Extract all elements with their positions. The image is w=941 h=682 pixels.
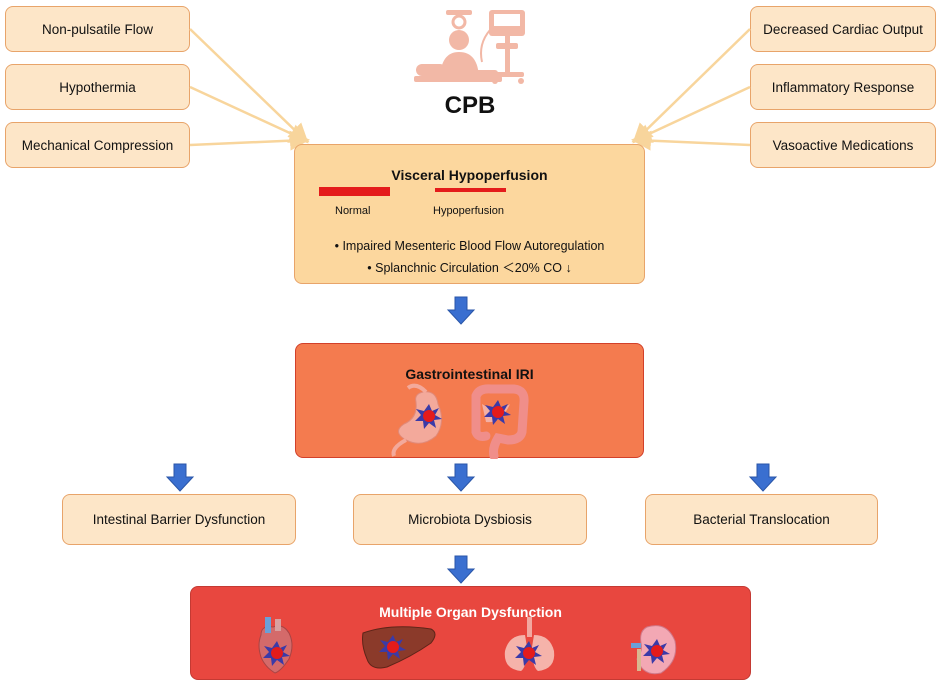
cause-label: Decreased Cardiac Output — [763, 21, 923, 37]
cause-box-decreased-cardiac-output: Decreased Cardiac Output — [750, 6, 936, 52]
cause-box-vasoactive-medications: Vasoactive Medications — [750, 122, 936, 168]
visceral-title: Visceral Hypoperfusion — [391, 167, 548, 183]
down-arrows — [165, 296, 778, 584]
ventilator-icon — [480, 10, 525, 84]
visceral-hypoperfusion-box: Visceral Hypoperfusion Normal Hypoperfus… — [294, 144, 645, 284]
stomach-icon — [391, 383, 442, 457]
consequence-box-intestinal-barrier: Intestinal Barrier Dysfunction — [62, 494, 296, 545]
liver-icon — [362, 626, 436, 669]
cause-box-mechanical-compression: Mechanical Compression — [5, 122, 190, 168]
colon-icon — [471, 384, 529, 459]
normal-flow-bar — [319, 187, 390, 196]
consequence-box-bacterial-translocation: Bacterial Translocation — [645, 494, 878, 545]
cpb-title: CPB — [444, 92, 496, 119]
cause-label: Vasoactive Medications — [772, 137, 914, 153]
lungs-icon — [504, 617, 555, 671]
mod-organs — [258, 617, 677, 675]
cause-box-non-pulsatile-flow: Non-pulsatile Flow — [5, 6, 190, 52]
gi-title: Gastrointestinal IRI — [405, 366, 534, 382]
multiple-organ-dysfunction-box: Multiple Organ Dysfunction — [190, 586, 751, 680]
hypoperfusion-label: Hypoperfusion — [433, 205, 504, 217]
gastrointestinal-iri-box: Gastrointestinal IRI — [295, 343, 644, 459]
cause-box-hypothermia: Hypothermia — [5, 64, 190, 110]
hypoperfusion-flow-bar — [435, 188, 506, 192]
consequence-label: Microbiota Dysbiosis — [408, 512, 532, 527]
bullet-splanchnic: • Splanchnic Circulation ＜20% CO ↓ — [367, 261, 572, 275]
cause-label: Inflammatory Response — [771, 79, 915, 95]
mod-title: Multiple Organ Dysfunction — [379, 604, 562, 620]
surgeon-icon — [414, 10, 502, 82]
heart-icon — [258, 617, 293, 674]
consequence-label: Bacterial Translocation — [693, 512, 830, 527]
normal-label: Normal — [335, 205, 371, 217]
cause-box-inflammatory-response: Inflammatory Response — [750, 64, 936, 110]
consequence-box-microbiota-dysbiosis: Microbiota Dysbiosis — [353, 494, 587, 545]
kidney-icon — [631, 625, 677, 675]
cause-label: Non-pulsatile Flow — [41, 21, 154, 37]
gi-organs — [391, 383, 529, 459]
consequence-label: Intestinal Barrier Dysfunction — [92, 512, 266, 527]
cause-label: Hypothermia — [59, 79, 136, 95]
cause-label: Mechanical Compression — [21, 137, 174, 153]
bullet-autoregulation: • Impaired Mesenteric Blood Flow Autoreg… — [334, 239, 605, 253]
connector-lines — [189, 28, 751, 151]
